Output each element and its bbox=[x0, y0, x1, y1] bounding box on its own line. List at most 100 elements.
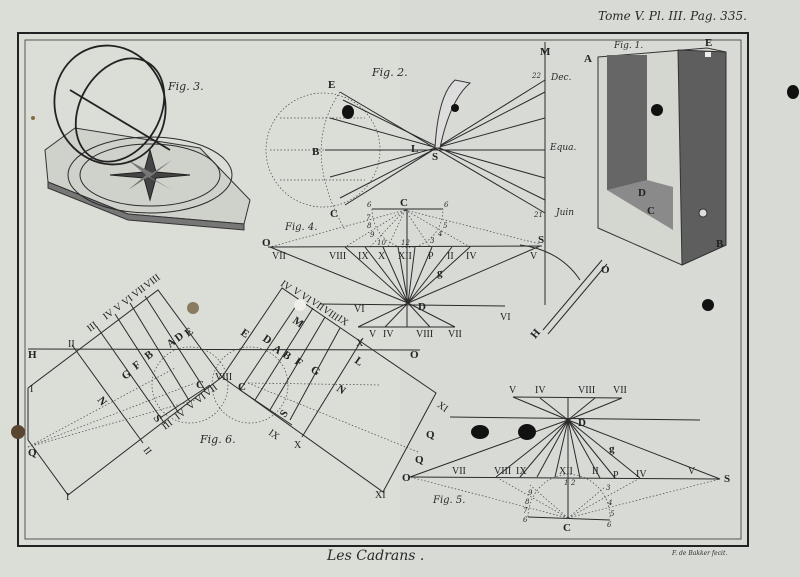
label-C: C bbox=[196, 379, 204, 391]
label-6: 6 bbox=[444, 201, 449, 209]
label-C: C bbox=[647, 205, 655, 217]
label-S: S bbox=[724, 473, 730, 485]
label-g: g bbox=[437, 267, 443, 279]
plate-header: Tome V. Pl. III. Pag. 335. bbox=[598, 9, 747, 23]
label-O: O bbox=[410, 349, 419, 361]
fig3-title: Fig. 3. bbox=[167, 80, 204, 93]
hour-IV: IV bbox=[535, 385, 546, 396]
label-8: 8 bbox=[525, 498, 530, 506]
label-1: 1 bbox=[564, 479, 568, 487]
fig1-box-dial: Fig. 1. A E D C B bbox=[584, 37, 727, 266]
hour-V: V bbox=[688, 466, 696, 477]
hour-VII: VII bbox=[613, 385, 627, 396]
label-Q: Q bbox=[426, 429, 435, 441]
hour-VII: VII bbox=[448, 329, 462, 340]
hour-XI: XI bbox=[375, 490, 386, 501]
label-6: 6 bbox=[367, 201, 372, 209]
hour-I: I bbox=[66, 492, 69, 503]
label-3: 3 bbox=[606, 484, 611, 492]
hour-X: X bbox=[294, 440, 302, 451]
label-9: 9 bbox=[528, 489, 533, 497]
hour-IV: IV bbox=[636, 469, 647, 480]
hour-XII: XII bbox=[559, 466, 573, 477]
hour-IX: IX bbox=[516, 466, 527, 477]
label-5: 5 bbox=[443, 222, 448, 230]
label-C: C bbox=[400, 197, 408, 209]
hour-V: V bbox=[369, 329, 377, 340]
label-P: P bbox=[428, 251, 434, 262]
label-dec: Dec. bbox=[550, 73, 572, 83]
label-M: M bbox=[540, 46, 551, 58]
hour-VIII: VIII bbox=[494, 466, 511, 477]
label-3: 3 bbox=[430, 237, 435, 245]
label-10: 10 bbox=[377, 239, 386, 247]
label-5: 5 bbox=[610, 510, 615, 518]
label-C: C bbox=[238, 381, 246, 393]
hour-VIII: VIII bbox=[329, 251, 346, 262]
fig2-title: Fig. 2. bbox=[371, 66, 408, 79]
label-21: 21 bbox=[533, 211, 543, 219]
fig4-diagram: Fig. 4. C 6 6 7 8 9 10 12 3 4 5 O S VII … bbox=[262, 197, 544, 340]
label-S: S bbox=[278, 408, 291, 420]
hour-I: I bbox=[30, 384, 33, 395]
label-22: 22 bbox=[531, 72, 541, 80]
label-C: C bbox=[330, 208, 338, 220]
label-S: S bbox=[432, 151, 438, 163]
label-9: 9 bbox=[370, 231, 375, 239]
hour-II: II bbox=[68, 339, 75, 350]
hour-VII: VII bbox=[452, 466, 466, 477]
fig4-title: Fig. 4. bbox=[284, 222, 317, 233]
fig6-title: Fig. 6. bbox=[199, 433, 236, 446]
label-O: O bbox=[601, 264, 610, 276]
label-D: D bbox=[418, 301, 426, 313]
label-4: 4 bbox=[437, 230, 442, 238]
hour-VI: VI bbox=[354, 304, 365, 315]
hour-X: X bbox=[356, 338, 364, 349]
plate-caption: Les Cadrans . bbox=[326, 548, 424, 564]
engraver-signature: F. de Bakker fecit. bbox=[671, 550, 727, 557]
label-7: 7 bbox=[366, 214, 371, 222]
hour-IV: IV bbox=[466, 251, 477, 262]
label-A: A bbox=[584, 53, 592, 65]
label-Q: Q bbox=[415, 454, 424, 466]
hour-XI: XI bbox=[435, 400, 450, 415]
hour-V: V bbox=[530, 251, 538, 262]
plate-frame bbox=[17, 32, 749, 547]
label-6: 6 bbox=[607, 521, 612, 529]
hour-VIII: VIII bbox=[578, 385, 595, 396]
label-O: O bbox=[402, 472, 411, 484]
label-2: 2 bbox=[570, 479, 576, 487]
label-B: B bbox=[312, 146, 320, 158]
label-juin: Juin bbox=[554, 208, 574, 218]
label-H: H bbox=[28, 349, 37, 361]
label-8: 8 bbox=[367, 222, 372, 230]
label-Q: Q bbox=[28, 447, 37, 459]
hour-II: II bbox=[447, 251, 454, 262]
label-g: g bbox=[609, 443, 615, 455]
label-P: P bbox=[613, 470, 619, 481]
label-E: E bbox=[705, 37, 712, 49]
hour-VIII: VIII bbox=[215, 372, 232, 383]
label-B: B bbox=[716, 238, 724, 250]
hour-V: V bbox=[509, 385, 517, 396]
label-4: 4 bbox=[607, 499, 612, 507]
hour-IX: IX bbox=[358, 251, 369, 262]
paper-holes bbox=[11, 85, 799, 440]
hour-VII: VII bbox=[272, 251, 286, 262]
hour-VIII: VIII bbox=[416, 329, 433, 340]
label-D: D bbox=[578, 417, 586, 429]
label-L: L bbox=[411, 143, 418, 155]
label-S: S bbox=[538, 234, 544, 246]
label-6: 6 bbox=[523, 516, 528, 524]
label-E: E bbox=[328, 79, 335, 91]
hour-VI: VI bbox=[500, 312, 511, 323]
fig3-armillary-dial: Fig. 3. bbox=[44, 44, 251, 231]
hour-II: II bbox=[592, 466, 599, 477]
label-D: D bbox=[638, 187, 646, 199]
label-equa: Equa. bbox=[549, 143, 576, 153]
fig5-title: Fig. 5. bbox=[432, 495, 465, 506]
hour-II: II bbox=[141, 445, 154, 457]
label-7: 7 bbox=[523, 507, 528, 515]
hour-X: X bbox=[378, 251, 386, 262]
